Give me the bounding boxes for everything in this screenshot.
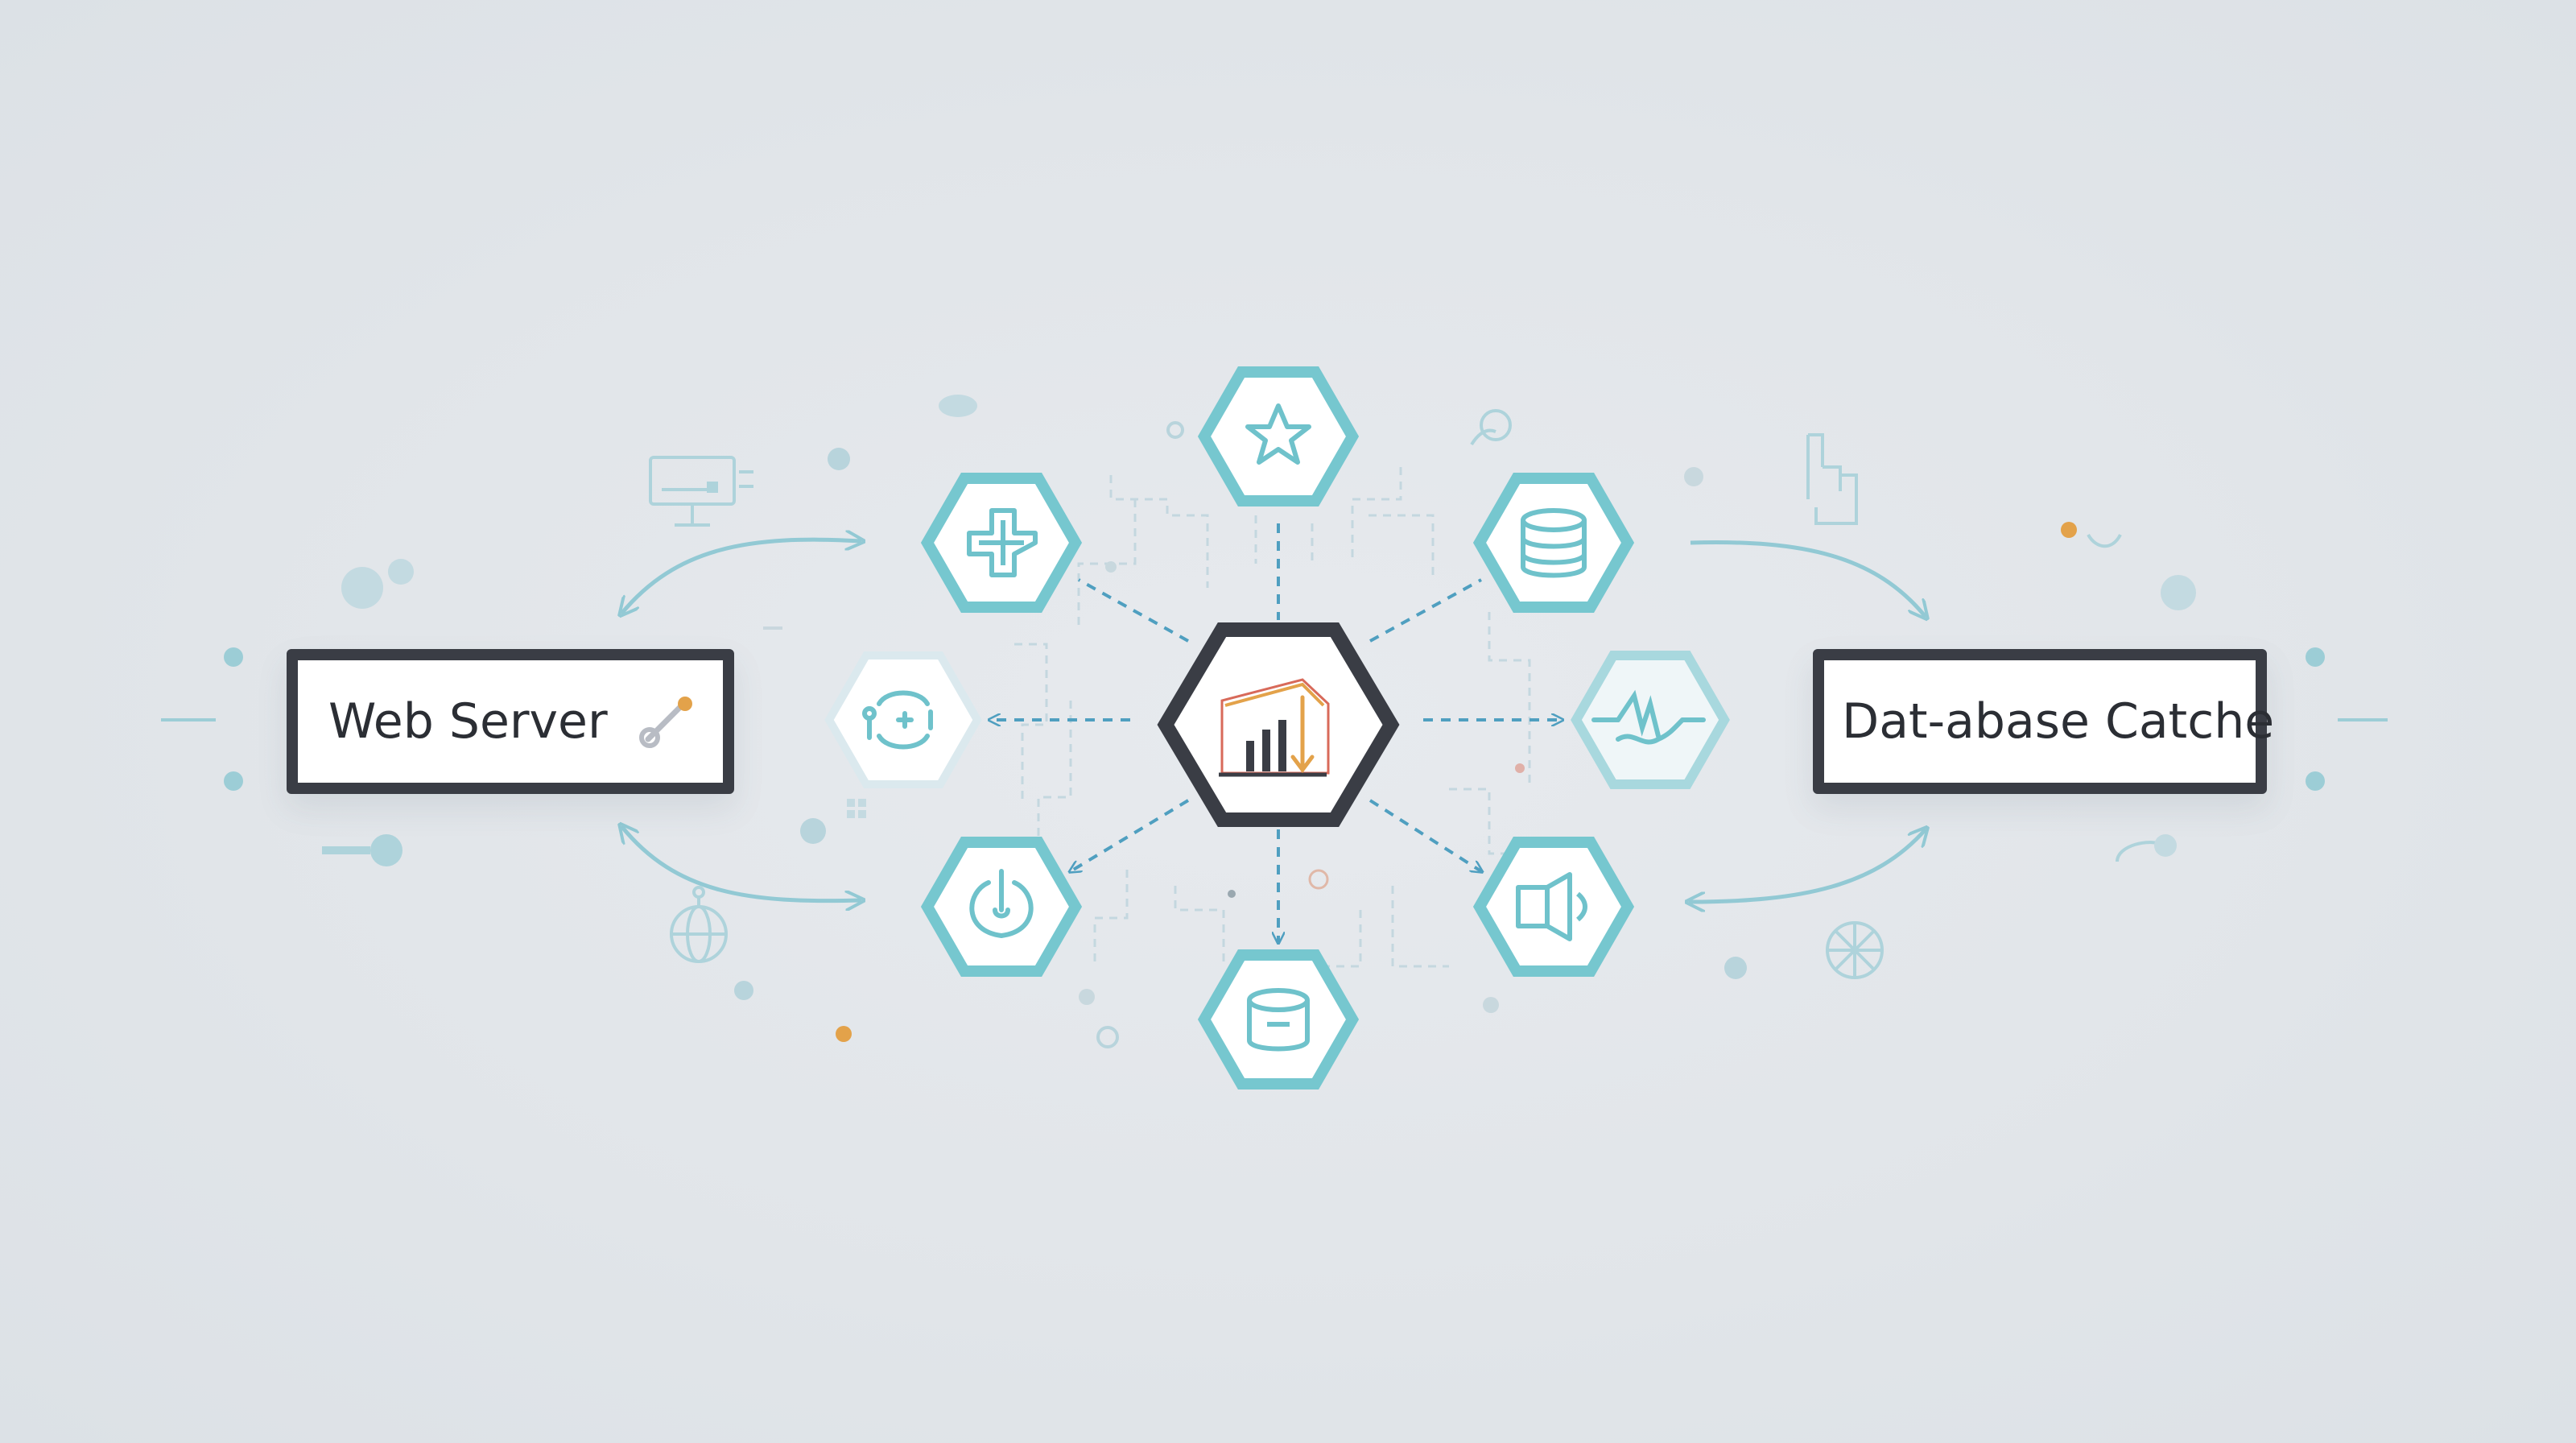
plug-icon: [2116, 834, 2177, 862]
puzzle-cross-icon: [967, 508, 1038, 577]
link-icon: [2087, 533, 2122, 548]
grid-icon: [847, 799, 866, 818]
hex-node-upper-right[interactable]: [1472, 473, 1635, 613]
hub-connections: [990, 523, 1562, 942]
hex-node-bottom[interactable]: [1197, 949, 1360, 1089]
link-tool-icon: [638, 697, 692, 748]
power-icon: [969, 869, 1034, 939]
database-cache-label: Dat-abase Catche: [1842, 693, 2275, 750]
web-server-label: Web Server: [328, 693, 608, 750]
right-flow-arrows: [1689, 540, 1926, 902]
star-icon: [1245, 403, 1311, 465]
bug-icon: [1470, 409, 1512, 446]
speaker-icon: [1516, 872, 1587, 941]
background-icons: [322, 395, 2196, 979]
hex-node-top[interactable]: [1197, 366, 1360, 506]
cloud-icon: [939, 395, 977, 417]
cylinder-icon: [1247, 988, 1310, 1052]
hex-node-upper-left[interactable]: [920, 473, 1083, 613]
hex-node-left[interactable]: [782, 651, 982, 788]
gear-icon: [2161, 575, 2196, 610]
hex-node-lower-right[interactable]: [1472, 837, 1635, 977]
hex-node-right[interactable]: [1571, 651, 1730, 789]
key-icon: [322, 834, 402, 866]
edge-connectors: [161, 626, 2388, 791]
hex-node-lower-left[interactable]: [920, 837, 1083, 977]
server-rack-icon: [649, 456, 753, 527]
database-cache-box[interactable]: Dat-abase Catche: [1813, 649, 2274, 794]
analytics-chart-icon: [1219, 678, 1330, 777]
decorative-dots: [734, 421, 2077, 1048]
pill-icon: [341, 559, 414, 609]
center-hub[interactable]: [1157, 622, 1400, 827]
database-stack-icon: [1521, 508, 1587, 578]
web-server-box[interactable]: Web Server: [287, 649, 734, 794]
signal-wave-icon: [1591, 689, 1706, 745]
workflow-icon: [862, 690, 933, 750]
circuit-traces: [1014, 467, 1531, 968]
hand-cursor-icon: [1806, 433, 1858, 525]
globe-icon: [670, 886, 728, 963]
left-flow-arrows: [621, 540, 861, 901]
wheel-icon: [1826, 921, 1884, 979]
